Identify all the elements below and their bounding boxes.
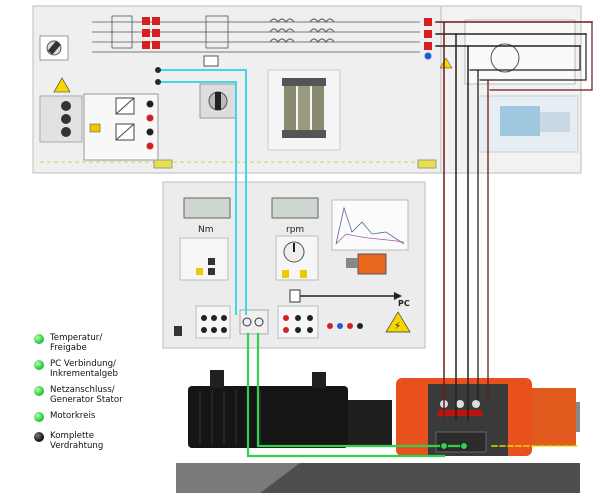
torque-control-block — [179, 237, 229, 281]
encoder-image — [357, 253, 387, 275]
green-dot-icon — [34, 360, 44, 370]
terminal-row[interactable] — [283, 315, 313, 333]
warning-icon — [53, 77, 71, 93]
warning-icon — [385, 311, 411, 333]
motor-connector — [312, 372, 326, 388]
terminal[interactable] — [440, 442, 448, 450]
terminal-row[interactable] — [327, 323, 363, 329]
pc-label: PC — [398, 299, 410, 308]
green-dot-icon — [34, 412, 44, 422]
warning-icon — [439, 57, 453, 69]
machine-schematic — [464, 19, 576, 85]
servo-motor — [188, 386, 348, 448]
terminal[interactable] — [61, 114, 71, 124]
legend-line1: PC Verbindung/ — [50, 359, 116, 369]
speed-unit-label: rpm — [286, 225, 304, 235]
red-terminal-group-left[interactable] — [142, 17, 160, 49]
green-dot-icon — [34, 386, 44, 396]
speed-display — [271, 197, 319, 219]
legend-line2: Inkrementalgeb — [50, 369, 118, 379]
earth-terminal[interactable] — [153, 159, 173, 169]
usb-port[interactable] — [289, 289, 301, 303]
motor-connector — [210, 370, 224, 388]
legend-line2: Verdrahtung — [50, 441, 104, 451]
red-terminal-group-right[interactable] — [424, 18, 432, 60]
legend-line1: Temperatur/ — [50, 333, 103, 343]
terminal[interactable] — [61, 101, 71, 111]
legend-line2: Generator Stator — [50, 395, 123, 405]
legend-line1: Motorkreis — [50, 411, 96, 421]
torque-unit-label: Nm — [198, 225, 214, 235]
terminal-box-studs[interactable] — [438, 400, 482, 416]
terminal[interactable] — [155, 67, 161, 73]
legend-item-temperature[interactable]: Temperatur/ Freigabe — [34, 333, 174, 353]
legend-item-mains-connection[interactable]: Netzanschluss/ Generator Stator — [34, 385, 174, 405]
wiring — [157, 21, 593, 458]
black-dot-icon — [34, 432, 44, 442]
wiring-legend: Temperatur/ Freigabe PC Verbindung/ Inkr… — [34, 333, 174, 457]
power-socket[interactable] — [174, 326, 182, 336]
legend-item-pc-connection[interactable]: PC Verbindung/ Inkrementalgeb — [34, 359, 174, 379]
transformer-coils — [269, 18, 335, 44]
encoder-connector[interactable] — [239, 309, 269, 335]
coupling — [348, 400, 392, 446]
legend-line2: Freigabe — [50, 343, 87, 353]
green-dot-icon — [34, 334, 44, 344]
terminal-row[interactable] — [201, 315, 227, 333]
converter-terminals[interactable] — [146, 100, 154, 150]
earth-terminal[interactable] — [417, 159, 437, 169]
terminal[interactable] — [61, 127, 71, 137]
stator-terminals — [277, 305, 319, 339]
svg-text:⚡: ⚡ — [394, 321, 401, 332]
phase-indicator — [203, 55, 219, 67]
terminal[interactable] — [155, 79, 161, 85]
legend-item-complete-wiring[interactable]: Komplette Verdrahtung — [34, 431, 174, 451]
legend-item-motor-circuit[interactable]: Motorkreis — [34, 411, 174, 422]
terminal[interactable] — [460, 442, 468, 450]
legend-line1: Komplette — [50, 431, 94, 441]
legend-line1: Netzanschluss/ — [50, 385, 115, 395]
temperature-terminals — [195, 305, 231, 339]
characteristic-graph — [331, 199, 409, 251]
torque-display — [183, 197, 231, 219]
